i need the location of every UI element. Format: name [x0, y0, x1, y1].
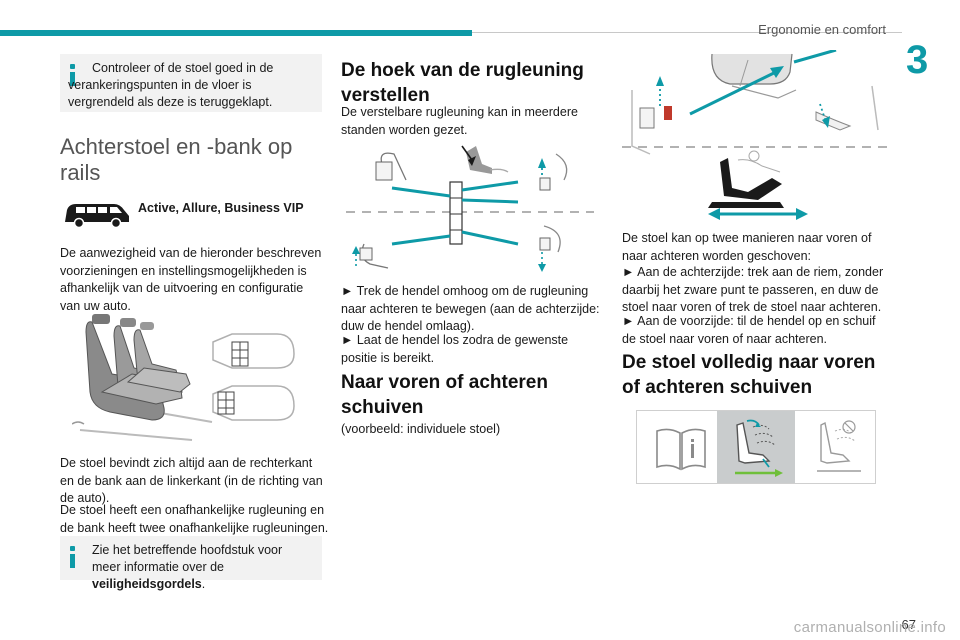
header-accent-bar [0, 30, 472, 36]
slide-intro: De stoel kan op twee manieren naar voren… [622, 231, 872, 263]
heading-slide: Naar voren of achteren schuiven [341, 372, 548, 418]
header-rule [472, 32, 902, 33]
backrest-intro: De verstelbare rugleuning kan in meerder… [341, 105, 578, 137]
backrest-step-2: ► Laat de hendel los zodra de gewenste p… [341, 333, 569, 365]
backrest-lever-illustration [346, 145, 594, 272]
watermark-text: carmanualsonline.info [793, 619, 946, 636]
backrest-paragraph: De stoel heeft een onafhankelijke rugleu… [60, 503, 329, 535]
slide-step-rear: ► Aan de achterzijde: trek aan de riem, … [622, 265, 884, 314]
manual-book-icon [656, 428, 706, 471]
seat-slide-icon [717, 411, 795, 483]
info-icon [70, 546, 75, 568]
heading-backrest-angle: De hoek van de rugleuning verstellen [341, 60, 584, 106]
seat-slide-illustration [622, 50, 888, 220]
heading-full-slide: De stoel volledig naar voren of achteren… [622, 352, 876, 398]
info-icon [70, 64, 75, 86]
slide-step-front: ► Aan de voorzijde: til de hendel op en … [622, 314, 876, 346]
info-note-seatbelts: Zie het betreffende hoofdstuk voor meer … [60, 536, 322, 591]
icon-panel [636, 410, 876, 484]
note-text-pre: Zie het betreffende hoofdstuk voor meer … [92, 543, 283, 574]
backrest-step-1: ► Trek de hendel omhoog om de rugleuning… [341, 284, 600, 333]
rear-seats-illustration [72, 314, 295, 441]
seat-disabled-icon [817, 420, 861, 472]
note-text: Zie het betreffende hoofdstuk voor meer … [92, 542, 314, 593]
info-note-anchor: Controleer of de stoel goed in de verank… [60, 54, 322, 112]
chapter-number: 3 [906, 38, 929, 82]
section-heading-rails: Achterstoel en -bank op rails [60, 134, 322, 186]
note-text: Controleer of de stoel goed in de verank… [68, 61, 274, 109]
section-title: Ergonomie en comfort [758, 22, 886, 37]
position-paragraph: De stoel bevindt zich altijd aan de rech… [60, 456, 323, 505]
van-icon [65, 204, 129, 229]
slide-example-note: (voorbeeld: individuele stoel) [341, 422, 501, 436]
note-text-post: . [201, 577, 206, 591]
versions-label: Active, Allure, Business VIP [138, 201, 304, 215]
note-text-bold: veiligheidsgordels [92, 577, 202, 591]
page-number: 67 [901, 617, 916, 632]
intro-paragraph: De aanwezigheid van de hieronder beschre… [60, 246, 322, 313]
section-heading-text: Achterstoel en -bank op rails [60, 134, 293, 185]
